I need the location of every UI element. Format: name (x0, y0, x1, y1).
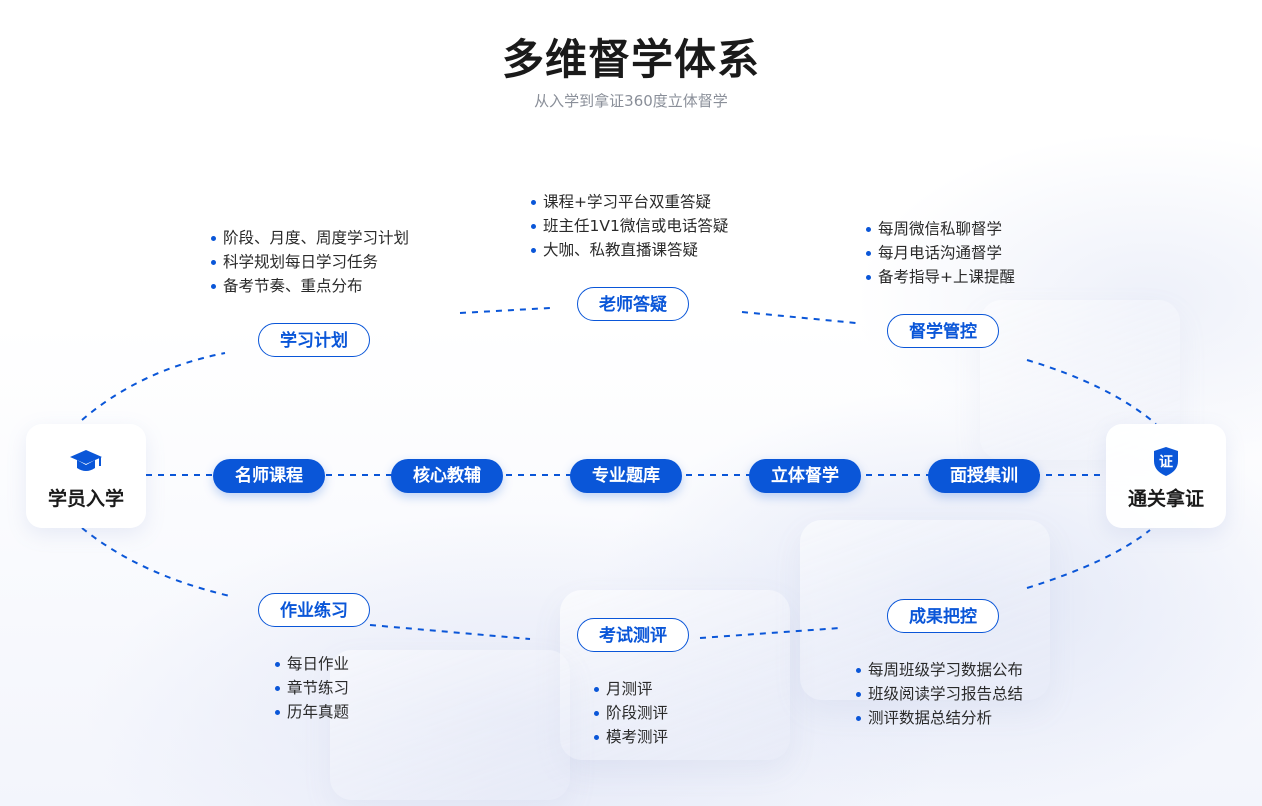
arc-start-to-study-plan (81, 352, 226, 421)
list-item: 每周班级学习数据公布 (856, 658, 1023, 682)
teacher-qa-list: 课程+学习平台双重答疑 班主任1V1微信或电话答疑 大咖、私教直播课答疑 (531, 190, 728, 262)
page-title: 多维督学体系 (501, 35, 760, 84)
arc-study-plan-to-qa (459, 307, 551, 314)
end-node: 证 通关拿证 (1106, 424, 1226, 528)
arc-exam-to-results (699, 627, 841, 639)
start-node-label: 学员入学 (47, 488, 124, 510)
list-item: 大咖、私教直播课答疑 (531, 238, 728, 262)
list-item: 阶段、月度、周度学习计划 (211, 226, 409, 250)
branch-teacher-qa: 老师答疑 (577, 287, 689, 321)
branch-study-plan: 学习计划 (258, 323, 370, 357)
list-item: 备考节奏、重点分布 (211, 274, 409, 298)
homework-practice-list: 每日作业 章节练习 历年真题 (275, 652, 349, 724)
core-step-question-bank: 专业题库 (570, 459, 682, 493)
list-item: 测评数据总结分析 (856, 706, 1023, 730)
branch-results-control: 成果把控 (887, 599, 999, 633)
end-node-label: 通关拿证 (1127, 488, 1204, 510)
start-node: 学员入学 (26, 424, 146, 528)
core-step-famous-teacher-course: 名师课程 (213, 459, 325, 493)
graduation-cap-icon (70, 450, 102, 471)
study-plan-list: 阶段、月度、周度学习计划 科学规划每日学习任务 备考节奏、重点分布 (211, 226, 409, 298)
core-step-3d-supervision: 立体督学 (749, 459, 861, 493)
core-step-in-person-training: 面授集训 (928, 459, 1040, 493)
list-item: 章节练习 (275, 676, 349, 700)
list-item: 月测评 (594, 677, 668, 701)
list-item: 历年真题 (275, 700, 349, 724)
results-control-list: 每周班级学习数据公布 班级阅读学习报告总结 测评数据总结分析 (856, 658, 1023, 730)
background-keyboard-key (330, 650, 570, 800)
arc-qa-to-supervision (741, 311, 857, 324)
list-item: 模考测评 (594, 725, 668, 749)
certificate-shield-icon: 证 (1154, 447, 1178, 476)
list-item: 每月电话沟通督学 (866, 241, 1015, 265)
certificate-shield-icon-text: 证 (1159, 455, 1173, 471)
exam-assessment-list: 月测评 阶段测评 模考测评 (594, 677, 668, 749)
page-subtitle: 从入学到拿证360度立体督学 (534, 92, 728, 110)
list-item: 班级阅读学习报告总结 (856, 682, 1023, 706)
branch-homework-practice: 作业练习 (258, 593, 370, 627)
branch-supervision-control: 督学管控 (887, 314, 999, 348)
arc-results-to-end (1026, 529, 1151, 589)
supervision-control-list: 每周微信私聊督学 每月电话沟通督学 备考指导+上课提醒 (866, 217, 1015, 289)
core-step-core-materials: 核心教辅 (391, 459, 503, 493)
list-item: 每日作业 (275, 652, 349, 676)
branch-exam-assessment: 考试测评 (577, 618, 689, 652)
list-item: 课程+学习平台双重答疑 (531, 190, 728, 214)
list-item: 每周微信私聊督学 (866, 217, 1015, 241)
arc-supervision-to-end (1026, 359, 1157, 425)
list-item: 科学规划每日学习任务 (211, 250, 409, 274)
list-item: 备考指导+上课提醒 (866, 265, 1015, 289)
arc-start-to-homework (81, 527, 231, 597)
arc-homework-to-exam (369, 624, 531, 640)
list-item: 班主任1V1微信或电话答疑 (531, 214, 728, 238)
list-item: 阶段测评 (594, 701, 668, 725)
